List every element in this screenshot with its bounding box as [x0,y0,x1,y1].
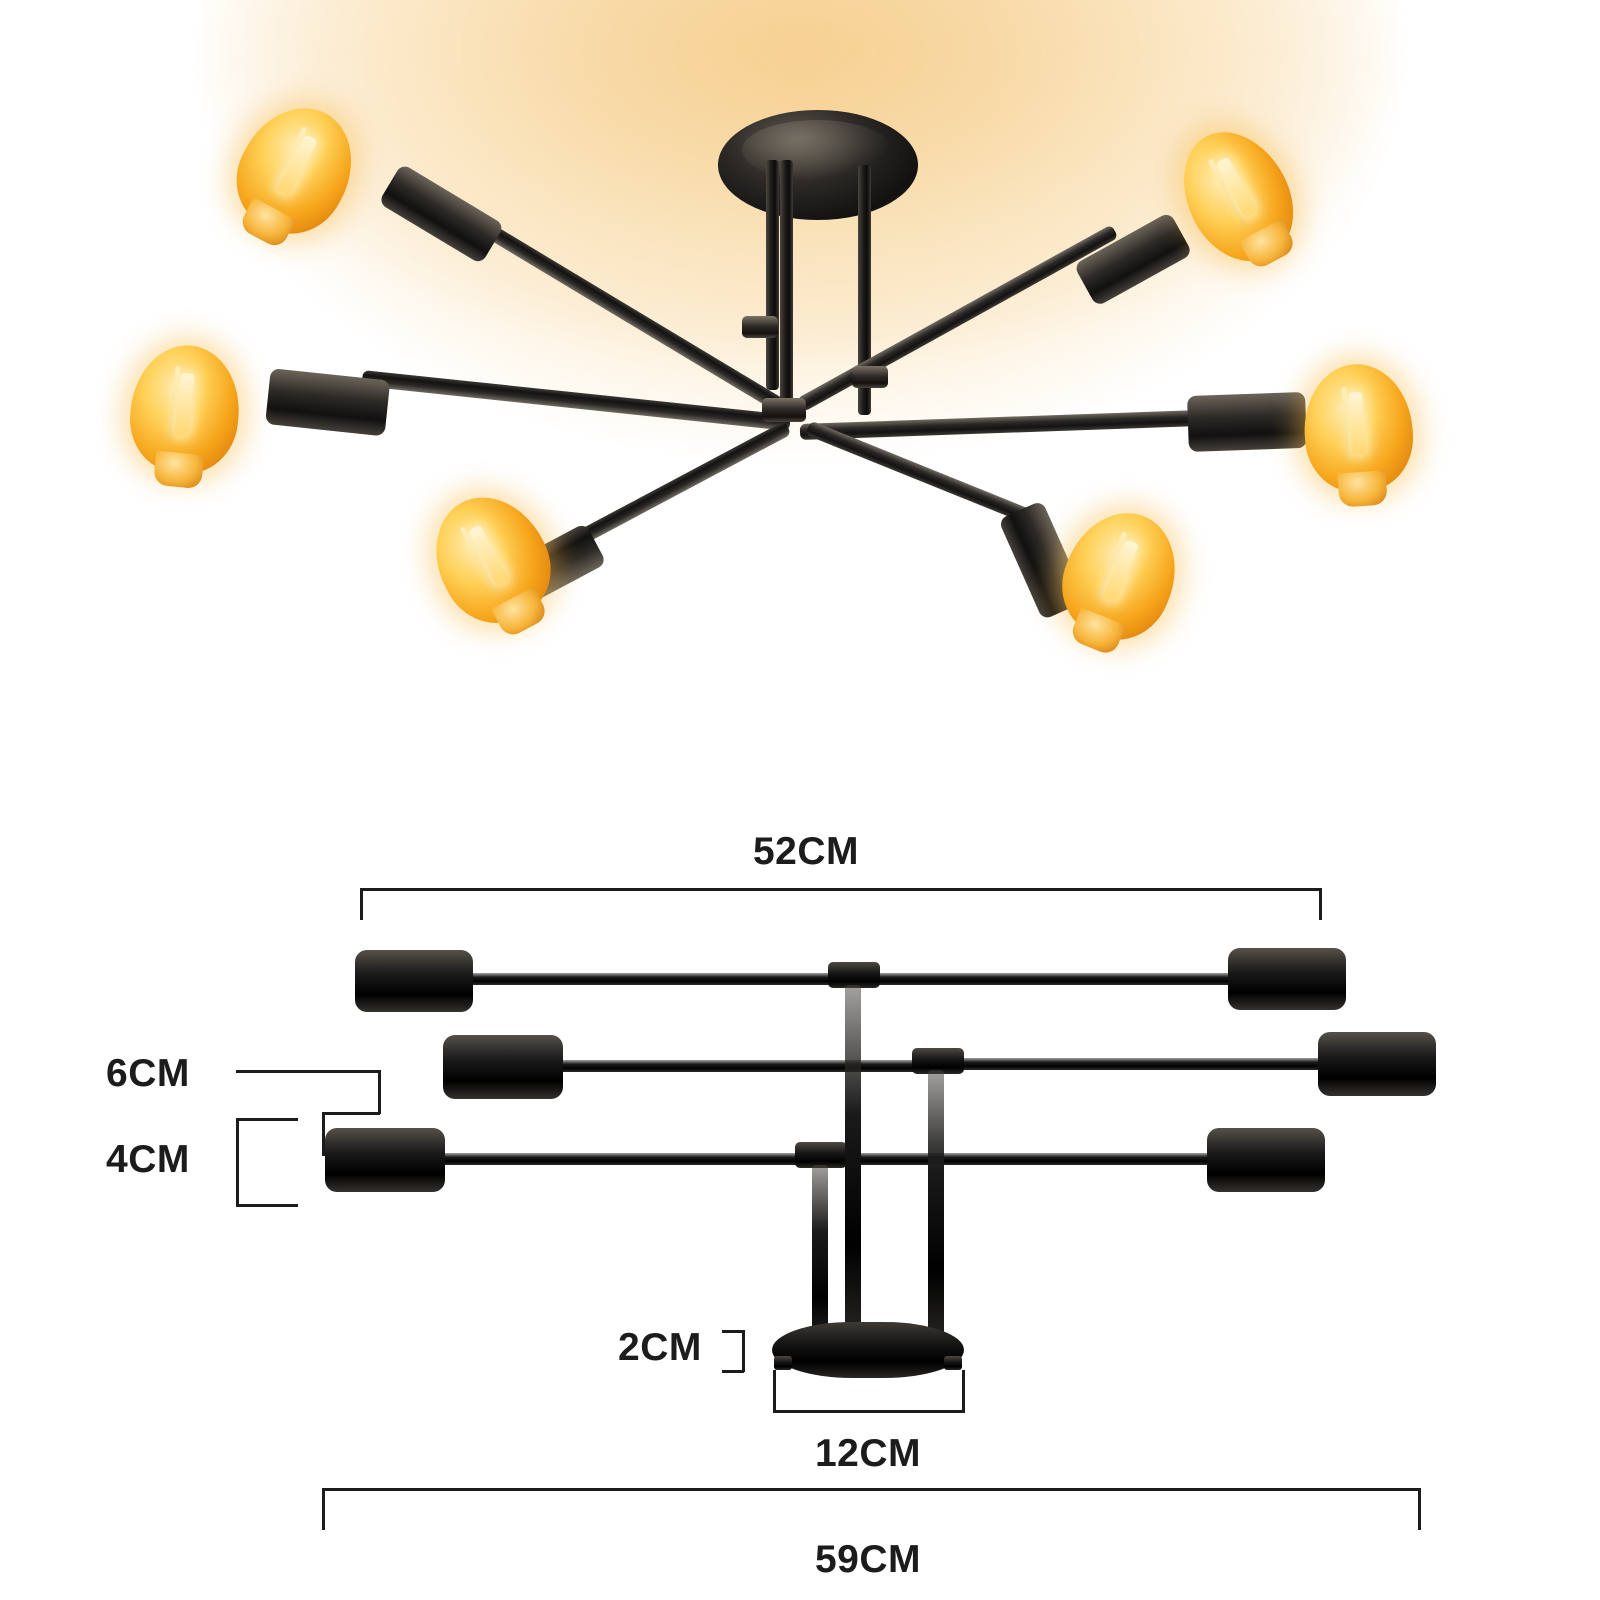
dim-leader-6cm [236,1070,380,1073]
side-node-mid [912,1048,964,1074]
dim-ext2-6cm [322,1112,325,1156]
dim-ext-6cm [378,1070,381,1114]
dim-label-12cm: 12CM [814,1432,922,1475]
side-cap-top-right [1228,948,1346,1010]
side-arm-low-left [430,1153,830,1165]
dim-label-59cm: 59CM [814,1538,922,1581]
dim-ext-59cm-left [322,1488,325,1530]
side-node-top [828,962,880,988]
dim-line-12cm [773,1410,965,1413]
drop-stem-right [858,165,871,415]
dim-ext-2cm [742,1330,745,1372]
dim-ext-12cm-right [962,1370,965,1412]
side-cap-low-right [1207,1128,1325,1192]
side-post-right [928,1070,944,1355]
side-arm-low-right [830,1153,1220,1165]
arm-lower-right [805,420,1043,529]
side-post-left [812,1165,828,1355]
side-cap-low-left [325,1128,445,1192]
side-arm-mid-right [940,1058,1330,1070]
side-arm-top-left [455,973,855,985]
joint-hub-mid [852,366,888,388]
dim-ext-4cm [236,1118,239,1206]
side-cap-top-left [355,950,473,1012]
dim-tick-52cm-right [1319,888,1322,920]
side-cap-mid-right [1318,1032,1436,1096]
dim-label-4cm: 4CM [106,1138,190,1181]
dim-leader-2cm-bottom [722,1370,744,1373]
side-arm-mid-left [548,1060,948,1072]
dim-label-2cm: 2CM [618,1326,702,1369]
dim-ext-12cm-left [773,1370,776,1412]
drop-stem-mid [780,160,793,410]
dimension-diagram: 52CM 6CM 4CM 2CM 12CM 59CM [0,770,1600,1600]
side-base-foot-right [944,1356,962,1370]
drop-stem-left [766,160,779,390]
dim-base-6cm [322,1112,380,1115]
dim-label-52cm: 52CM [752,830,860,873]
side-post-center [845,985,861,1355]
dim-line-52cm [360,888,1322,891]
dim-leader-4cm-top [236,1118,298,1121]
dim-leader-4cm-bottom [236,1204,298,1207]
dim-ext-59cm-right [1418,1488,1421,1530]
joint-hub-upper [742,316,778,338]
dim-leader-2cm-top [722,1330,744,1333]
side-cap-mid-left [443,1035,563,1099]
dim-line-59cm [322,1488,1420,1491]
dim-label-6cm: 6CM [106,1052,190,1095]
product-photo [0,0,1600,770]
dim-tick-52cm-left [360,888,363,920]
joint-hub-center [762,398,806,422]
side-base [772,1322,964,1378]
socket-mid-right [1187,391,1307,452]
side-node-low [795,1142,847,1168]
side-base-foot-left [774,1356,792,1370]
socket-mid-left [265,368,391,437]
side-arm-top-right [855,973,1245,985]
